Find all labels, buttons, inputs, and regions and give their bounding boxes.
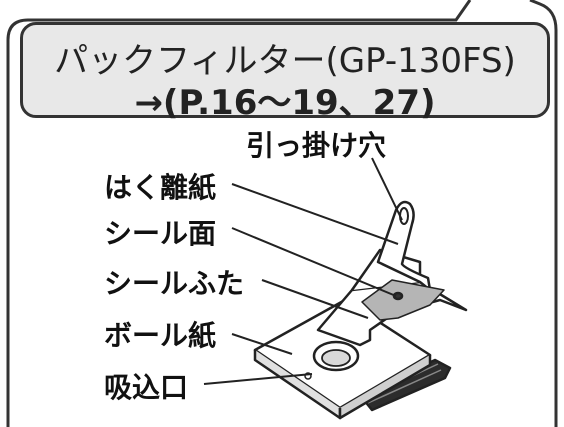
hanger bbox=[376, 200, 432, 292]
title-product-name: パックフィルター(GP-130FS) bbox=[54, 41, 516, 81]
outer-frame-right bbox=[529, 0, 558, 427]
title-box: パックフィルター(GP-130FS) →(P.16〜19、27) bbox=[20, 22, 550, 123]
leader-lines bbox=[203, 157, 403, 385]
label-intake: 吸込口 bbox=[104, 371, 189, 404]
title-page-reference: →(P.16〜19、27) bbox=[134, 83, 436, 123]
label-seal-lid: シールふた bbox=[104, 267, 245, 300]
label-cardboard: ボール紙 bbox=[104, 319, 217, 352]
filter-bag bbox=[253, 200, 468, 420]
outer-frame bbox=[6, 0, 472, 427]
label-release-paper: はく離紙 bbox=[104, 171, 217, 204]
label-seal-surface: シール面 bbox=[104, 217, 217, 250]
label-hook-hole: 引っ掛け穴 bbox=[246, 129, 387, 162]
